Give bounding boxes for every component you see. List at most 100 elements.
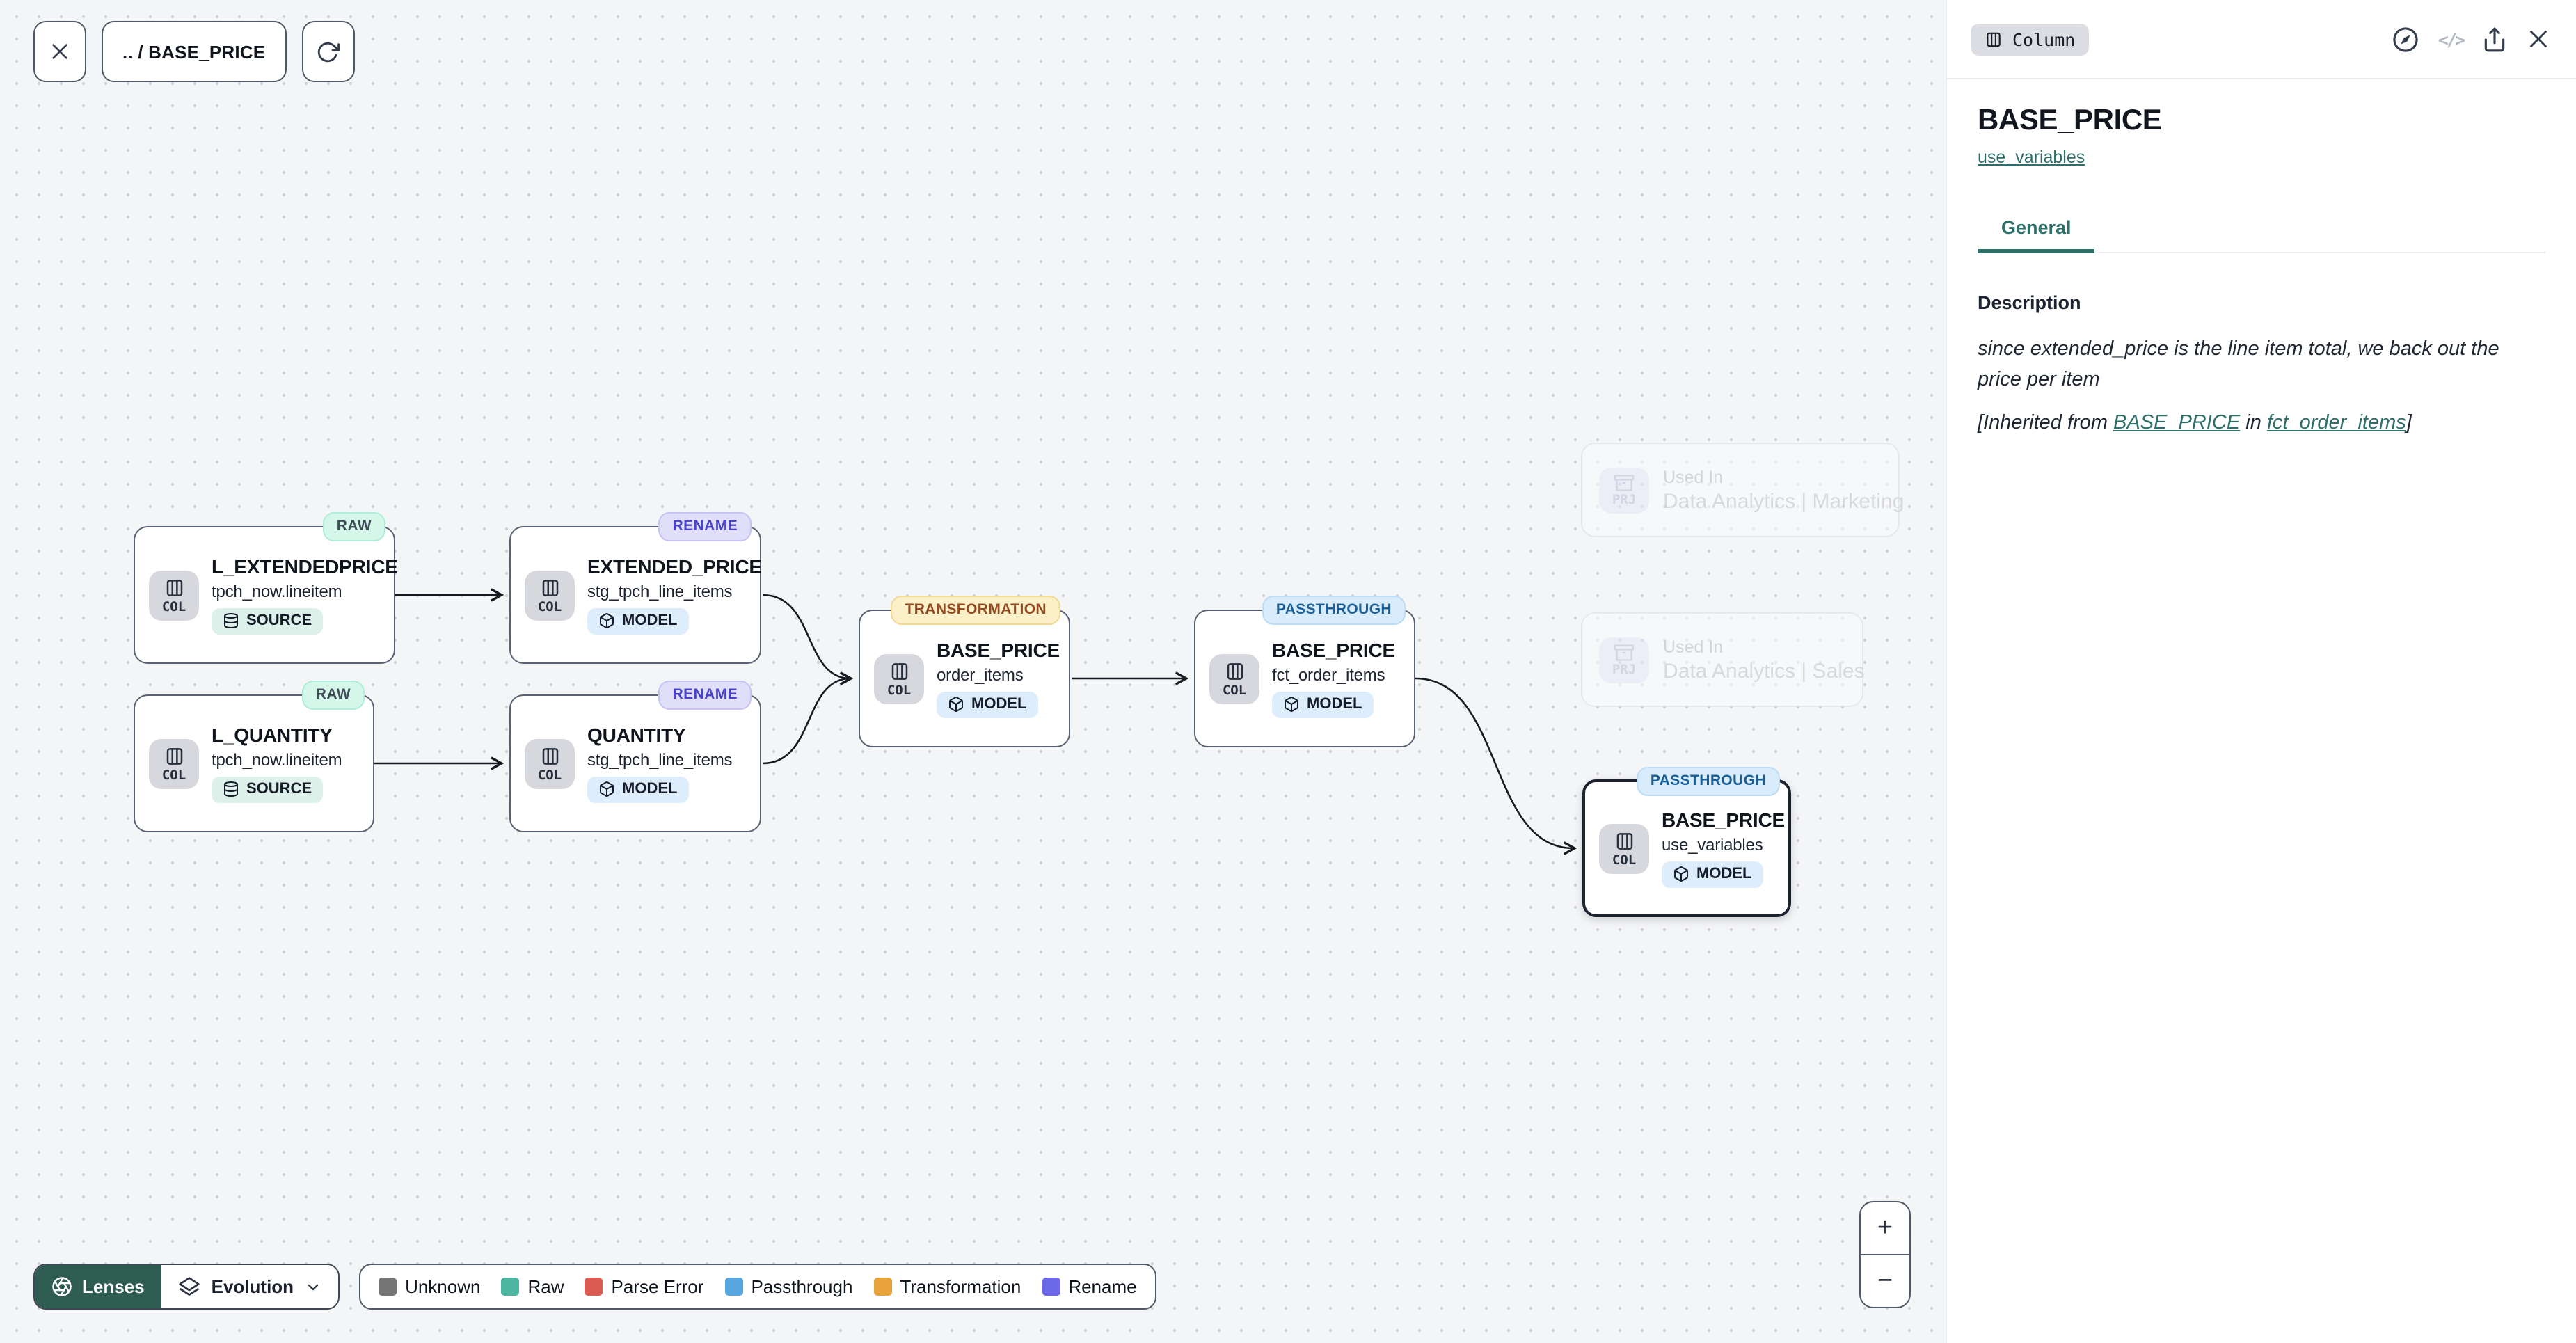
column-kind-chip: COL (874, 653, 924, 704)
column-kind-chip: COL (1209, 653, 1259, 704)
lineage-node-extended-price[interactable]: RENAME COL EXTENDED_PRICE stg_tpch_line_… (509, 512, 762, 664)
lineage-node-base-price-use-variables[interactable]: PASSTHROUGH COL BASE_PRICE use_variables… (1582, 767, 1791, 917)
legend-item: Unknown (379, 1276, 480, 1297)
node-subtitle: stg_tpch_line_items (587, 582, 733, 601)
zoom-out-button[interactable]: − (1877, 1266, 1893, 1295)
lineage-node-quantity[interactable]: RENAME COL QUANTITY stg_tpch_line_items … (509, 681, 761, 832)
inherited-model-link[interactable]: fct_order_items (2266, 411, 2406, 434)
column-kind-chip: COL (1599, 823, 1649, 873)
used-in-name: Data Analytics | Sales (1663, 659, 1865, 683)
zoom-controls: + − (1859, 1201, 1911, 1308)
column-kind-chip: COL (149, 570, 199, 620)
layers-icon (178, 1276, 200, 1295)
description-section: Description since extended_price is the … (1978, 292, 2545, 434)
compass-icon (2393, 26, 2418, 51)
explore-lineage-button[interactable] (2391, 24, 2420, 54)
node-subtitle: tpch_now.lineitem (212, 582, 342, 601)
breadcrumb[interactable]: .. / BASE_PRICE (102, 21, 287, 82)
lineage-node-l-quantity[interactable]: RAW COL L_QUANTITY tpch_now.lineitem SOU… (134, 681, 374, 832)
lens-mode-dropdown[interactable]: Evolution (161, 1265, 339, 1308)
lineage-node-base-price-fct-order-items[interactable]: PASSTHROUGH COL BASE_PRICE fct_order_ite… (1194, 596, 1415, 747)
used-in-kicker: Used In (1663, 467, 1724, 486)
cube-icon (1285, 697, 1298, 712)
archive-icon (1614, 474, 1634, 491)
column-kind-chip: COL (525, 570, 575, 620)
close-icon (2530, 31, 2547, 47)
columns-icon (891, 662, 907, 679)
inherited-column-link[interactable]: BASE_PRICE (2113, 411, 2241, 434)
column-kind-chip: COL (525, 738, 575, 788)
project-kind-chip: PRJ (1599, 467, 1649, 513)
breadcrumb-label: .. / BASE_PRICE (122, 41, 266, 62)
database-icon (224, 781, 238, 797)
details-panel: Column </> BASE_PRICE use_variables (1946, 0, 2576, 1343)
legend-swatch (724, 1278, 743, 1296)
view-code-button[interactable]: </> (2438, 29, 2465, 49)
close-lineage-button[interactable] (33, 21, 86, 82)
panel-title: BASE_PRICE (1978, 104, 2162, 136)
legend-item: Rename (1042, 1276, 1137, 1297)
canvas-footer: Lenses Evolution Unknown Raw (33, 1264, 1156, 1310)
columns-icon (1616, 832, 1632, 849)
database-icon (224, 613, 238, 629)
col-chip-label: COL (161, 599, 186, 614)
prj-chip-label: PRJ (1612, 492, 1637, 507)
prj-chip-label: PRJ (1612, 662, 1637, 677)
description-body: since extended_price is the line item to… (1978, 338, 2499, 392)
model-link[interactable]: use_variables (1978, 148, 2085, 167)
panel-tabs: General (1978, 217, 2545, 253)
refresh-button[interactable] (301, 21, 355, 82)
legend-swatch (501, 1278, 520, 1296)
legend-swatch (1042, 1278, 1060, 1296)
col-chip-label: COL (537, 599, 562, 614)
evolution-legend: Unknown Raw Parse Error Passthrough Tran… (359, 1264, 1156, 1310)
description-heading: Description (1978, 292, 2081, 313)
columns-icon (541, 579, 558, 596)
node-title: BASE_PRICE (1272, 639, 1395, 661)
cube-icon (600, 781, 614, 797)
lenses-control: Lenses Evolution (33, 1264, 340, 1310)
node-subtitle: use_variables (1662, 835, 1763, 855)
node-title: QUANTITY (587, 724, 686, 746)
cube-icon (600, 613, 614, 628)
close-panel-button[interactable] (2526, 26, 2551, 51)
lineage-canvas[interactable]: .. / BASE_PRICE RAW COL L_EXTENDEDPRICE … (0, 0, 1946, 1343)
lineage-node-base-price-order-items[interactable]: TRANSFORMATION COL BASE_PRICE order_item… (859, 596, 1070, 747)
used-in-node-marketing[interactable]: PRJ Used In Data Analytics | Marketing (1581, 443, 1904, 537)
col-chip-label: COL (1222, 683, 1247, 698)
columns-icon (166, 579, 182, 596)
evolution-badge: RENAME (658, 681, 752, 710)
legend-item: Transformation (873, 1276, 1021, 1297)
lenses-button[interactable]: Lenses (35, 1265, 161, 1308)
model-chip: MODEL (1662, 861, 1763, 888)
details-panel-header: Column </> (1947, 0, 2576, 79)
code-icon: </> (2438, 29, 2465, 49)
model-chip: MODEL (587, 608, 689, 635)
evolution-badge: RAW (301, 681, 365, 710)
tab-general[interactable]: General (1978, 217, 2096, 253)
columns-icon (166, 747, 182, 764)
evolution-badge: TRANSFORMATION (891, 596, 1060, 625)
zoom-in-button[interactable]: + (1861, 1202, 1909, 1255)
model-chip: MODEL (1272, 692, 1374, 718)
used-in-kicker: Used In (1663, 637, 1724, 656)
aperture-icon (52, 1277, 72, 1296)
node-title: L_EXTENDEDPRICE (212, 555, 398, 578)
lineage-node-l-extendedprice[interactable]: RAW COL L_EXTENDEDPRICE tpch_now.lineite… (134, 512, 398, 664)
legend-swatch (585, 1278, 603, 1296)
evolution-badge: PASSTHROUGH (1262, 596, 1406, 625)
node-subtitle: stg_tpch_line_items (587, 750, 733, 770)
source-chip: SOURCE (212, 777, 324, 803)
col-chip-label: COL (537, 768, 562, 783)
columns-icon (1226, 662, 1243, 679)
used-in-node-sales[interactable]: PRJ Used In Data Analytics | Sales (1581, 612, 1865, 707)
description-inherited: [Inherited from BASE_PRICE in fct_order_… (1978, 411, 2412, 434)
legend-swatch (379, 1278, 397, 1296)
project-kind-chip: PRJ (1599, 637, 1649, 683)
columns-icon (1987, 31, 2001, 47)
evolution-badge: PASSTHROUGH (1636, 767, 1780, 796)
node-title: EXTENDED_PRICE (587, 555, 762, 578)
share-button[interactable] (2481, 26, 2508, 52)
lenses-label: Lenses (82, 1276, 145, 1297)
